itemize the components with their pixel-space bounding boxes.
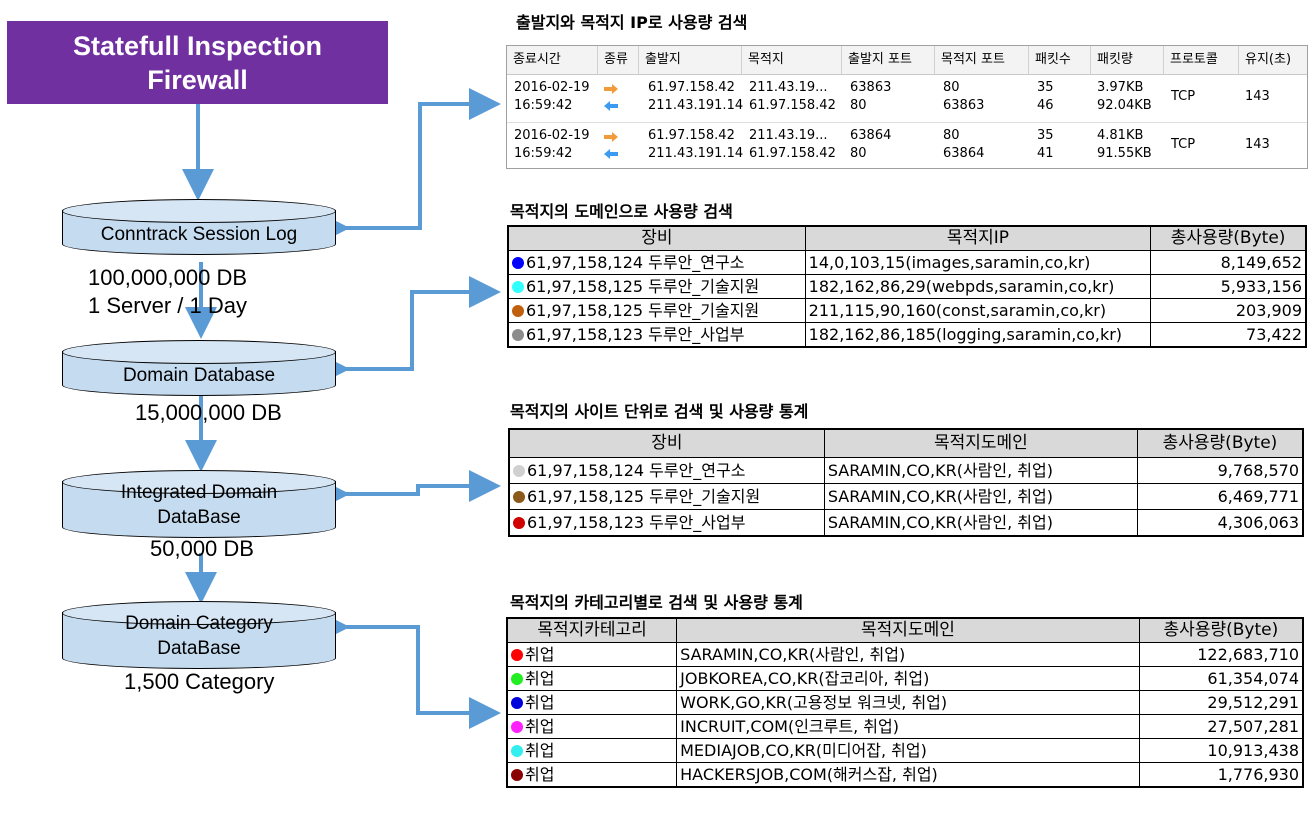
integrated-db-cylinder: Integrated Domain DataBase xyxy=(62,470,336,540)
integrated-db-label1: Integrated Domain xyxy=(120,482,278,503)
status-dot-icon xyxy=(513,517,525,529)
category-db-caption: 1,500 Category xyxy=(124,669,275,694)
table-row[interactable]: 61,97,158,125 두루안_기술지원 SARAMIN,CO,KR(사람인… xyxy=(508,483,1304,510)
table-header-row: 장비 목적지IP 총사용량(Byte) xyxy=(507,225,1307,251)
col-dest-port[interactable]: 목적지 포트 xyxy=(935,46,1029,74)
table-header-row: 목적지카테고리 목적지도메인 총사용량(Byte) xyxy=(506,617,1304,643)
domain-db-caption: 15,000,000 DB xyxy=(135,400,282,425)
col-total-usage[interactable]: 총사용량(Byte) xyxy=(1150,225,1307,251)
col-packet-bytes[interactable]: 패킷량 xyxy=(1091,46,1164,74)
col-dest-ip[interactable]: 목적지IP xyxy=(804,225,1152,251)
table-row[interactable]: 61,97,158,125 두루안_기술지원 211,115,90,160(co… xyxy=(507,298,1307,323)
table-header-row: 장비 목적지도메인 총사용량(Byte) xyxy=(508,428,1304,458)
integrated-db-label2: DataBase xyxy=(157,507,241,528)
integrated-db-caption: 50,000 DB xyxy=(150,536,254,561)
domain-db-cylinder: Domain Database xyxy=(62,340,336,400)
col-source[interactable]: 출발지 xyxy=(639,46,742,74)
session-log-table: 종료시간 종류 출발지 목적지 출발지 포트 목적지 포트 패킷수 패킷량 프로… xyxy=(506,45,1308,169)
conntrack-db-cylinder: Conntrack Session Log xyxy=(62,199,336,259)
banner-line1: Statefull Inspection xyxy=(72,30,323,61)
col-dest-domain[interactable]: 목적지도메인 xyxy=(676,617,1140,643)
table-row[interactable]: 취업 SARAMIN,CO,KR(사람인, 취업) 122,683,710 xyxy=(506,642,1304,667)
site-usage-table: 장비 목적지도메인 총사용량(Byte) 61,97,158,124 두루안_연… xyxy=(508,428,1304,537)
domain-table-heading: 목적지의 도메인으로 사용량 검색 xyxy=(510,202,733,221)
outbound-arrow-icon xyxy=(604,132,618,142)
col-device[interactable]: 장비 xyxy=(508,428,825,458)
table-row[interactable]: 취업 WORK,GO,KR(고용정보 워크넷, 취업) 29,512,291 xyxy=(506,690,1304,715)
table-row[interactable]: 61,97,158,124 두루안_연구소 14,0,103,15(images… xyxy=(507,250,1307,275)
domain-db-label: Domain Database xyxy=(122,365,276,386)
category-usage-table: 목적지카테고리 목적지도메인 총사용량(Byte) 취업 SARAMIN,CO,… xyxy=(506,617,1304,788)
session-heading: 출발지와 목적지 IP로 사용량 검색 xyxy=(516,13,748,32)
banner-line2: Firewall xyxy=(147,64,248,95)
table-row[interactable]: 61,97,158,124 두루안_연구소 SARAMIN,CO,KR(사람인,… xyxy=(508,457,1304,484)
col-duration[interactable]: 유지(초) xyxy=(1245,52,1292,67)
col-dest-category[interactable]: 목적지카테고리 xyxy=(506,617,678,643)
category-db-label2: DataBase xyxy=(157,638,241,659)
status-dot-icon xyxy=(511,649,523,661)
table-row[interactable]: 취업 HACKERSJOB,COM(해커스잡, 취업) 1,776,930 xyxy=(506,762,1304,788)
col-total-usage[interactable]: 총사용량(Byte) xyxy=(1138,617,1304,643)
col-end-time[interactable]: 종료시간 xyxy=(507,46,598,74)
col-packet-count[interactable]: 패킷수 xyxy=(1029,46,1091,74)
status-dot-icon xyxy=(511,721,523,733)
status-dot-icon xyxy=(512,257,524,269)
status-dot-icon xyxy=(512,329,524,341)
status-dot-icon xyxy=(511,697,523,709)
table-row[interactable]: 2016-02-19 16:59:42 61.97.158.42 211.43.… xyxy=(514,128,1270,161)
category-db-label1: Domain Category xyxy=(125,613,273,634)
conntrack-db-caption1: 100,000,000 DB xyxy=(88,265,248,290)
domain-usage-table: 장비 목적지IP 총사용량(Byte) 61,97,158,124 두루안_연구… xyxy=(507,225,1307,348)
table-row[interactable]: 2016-02-19 16:59:42 61.97.158.42 211.43.… xyxy=(514,80,1270,113)
firewall-banner: Statefull Inspection Firewall xyxy=(7,21,388,104)
outbound-arrow-icon xyxy=(604,84,618,94)
arrow-category-table xyxy=(318,611,501,729)
table-row[interactable]: 61,97,158,123 두루안_사업부 182,162,86,185(log… xyxy=(507,322,1307,348)
status-dot-icon xyxy=(511,745,523,757)
col-total-usage[interactable]: 총사용량(Byte) xyxy=(1136,428,1304,458)
category-table-heading: 목적지의 카테고리별로 검색 및 사용량 통계 xyxy=(510,593,803,612)
table-row[interactable]: 61,97,158,123 두루안_사업부 SARAMIN,CO,KR(사람인,… xyxy=(508,509,1304,537)
col-dest-domain[interactable]: 목적지도메인 xyxy=(823,428,1138,458)
row-divider xyxy=(507,122,1307,123)
table-row[interactable]: 취업 JOBKOREA,CO,KR(잡코리아, 취업) 61,354,074 xyxy=(506,666,1304,691)
status-dot-icon xyxy=(513,465,525,477)
arrow-domain-table xyxy=(318,276,501,385)
status-dot-icon xyxy=(512,305,524,317)
col-destination[interactable]: 목적지 xyxy=(742,46,842,74)
inbound-arrow-icon xyxy=(604,101,618,111)
site-table-heading: 목적지의 사이트 단위로 검색 및 사용량 통계 xyxy=(510,402,809,421)
col-type[interactable]: 종류 xyxy=(598,46,639,74)
table-row[interactable]: 취업 MEDIAJOB,CO,KR(미디어잡, 취업) 10,913,438 xyxy=(506,738,1304,763)
table-row[interactable]: 취업 INCRUIT,COM(인크루트, 취업) 27,507,281 xyxy=(506,714,1304,739)
col-source-port[interactable]: 출발지 포트 xyxy=(842,46,935,74)
conntrack-db-label: Conntrack Session Log xyxy=(100,224,298,245)
arrow-site-table xyxy=(318,470,501,510)
inbound-arrow-icon xyxy=(604,149,618,159)
status-dot-icon xyxy=(513,491,525,503)
status-dot-icon xyxy=(511,769,523,781)
arrow-conntrack-session xyxy=(318,88,501,244)
col-device[interactable]: 장비 xyxy=(507,225,806,251)
status-dot-icon xyxy=(511,673,523,685)
category-db-cylinder: Domain Category DataBase xyxy=(62,601,336,671)
col-protocol[interactable]: 프로토콜 xyxy=(1164,46,1239,74)
conntrack-db-caption2: 1 Server / 1 Day xyxy=(88,293,247,318)
table-row[interactable]: 61,97,158,125 두루안_기술지원 182,162,86,29(web… xyxy=(507,274,1307,299)
session-header-row: 종료시간 종류 출발지 목적지 출발지 포트 목적지 포트 패킷수 패킷량 프로… xyxy=(507,46,1307,75)
status-dot-icon xyxy=(512,281,524,293)
